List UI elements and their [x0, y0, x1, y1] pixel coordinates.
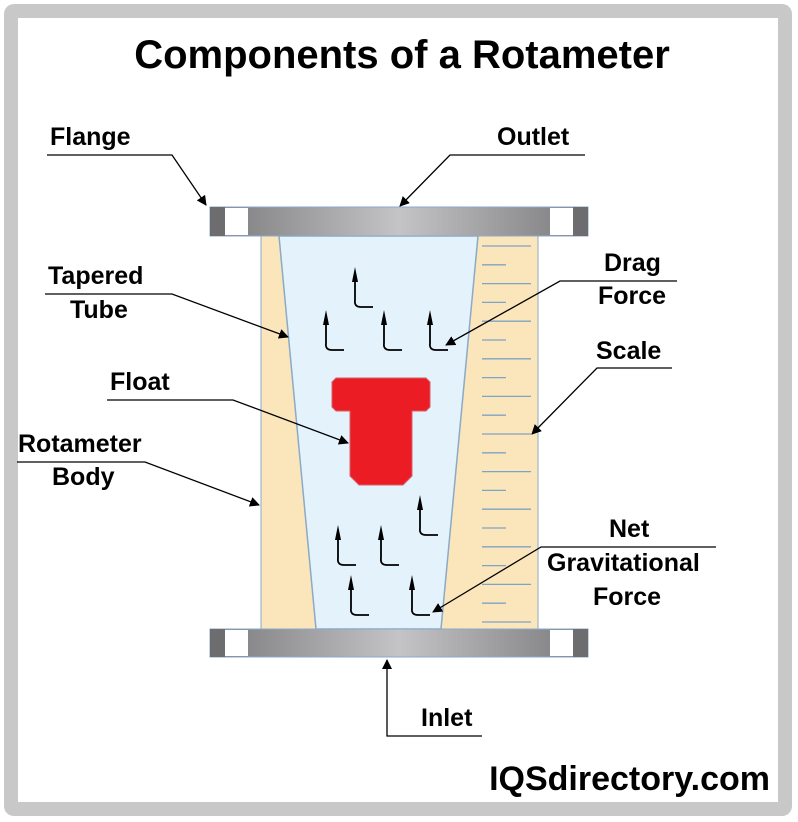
brand-watermark: IQSdirectory.com: [489, 760, 770, 798]
flow-arrowhead: [323, 310, 329, 325]
bolt-hole: [225, 208, 248, 235]
net-gravitational-force-leader: [432, 546, 716, 613]
flange-leader: [47, 154, 207, 206]
flow-arrow: [418, 509, 438, 536]
flow-arrow: [324, 324, 344, 351]
scale-leader: [531, 367, 672, 435]
rotameter-body-label-line2: Body: [52, 463, 115, 491]
float: [331, 377, 431, 486]
outlet-leader: [399, 154, 585, 207]
drag-force-label-line2: Force: [598, 282, 666, 310]
tapered-tube-label-line1: Tapered: [48, 262, 143, 290]
flow-arrow: [379, 539, 399, 566]
net-gravitational-force-label-line3: Force: [593, 583, 661, 611]
flow-arrow: [353, 281, 373, 308]
flow-arrow: [336, 539, 356, 566]
flange-end: [573, 207, 588, 236]
flange-end: [210, 207, 225, 236]
drag-force-leader: [445, 280, 677, 346]
outlet-label: Outlet: [497, 123, 570, 151]
drag-force-label-line1: Drag: [604, 249, 661, 277]
flow-arrow: [349, 589, 369, 616]
top-flange: [209, 206, 589, 237]
bottom-flange: [209, 628, 589, 658]
float-leader: [107, 399, 349, 445]
flow-arrowhead: [348, 575, 354, 590]
bolt-hole: [550, 208, 573, 235]
diagram-title: Components of a Rotameter: [134, 33, 670, 77]
flow-arrowhead: [427, 310, 433, 325]
rotameter-body-leader: [17, 461, 260, 507]
bolt-hole: [225, 630, 248, 656]
scale-label: Scale: [596, 337, 661, 365]
inlet-leader: [382, 659, 482, 737]
flange-label: Flange: [50, 123, 131, 151]
flow-arrowhead: [417, 495, 423, 510]
flow-arrow: [382, 324, 402, 351]
net-gravitational-force-label-line2: Gravitational: [547, 549, 700, 577]
flange-end: [573, 629, 588, 657]
flow-arrowhead: [378, 525, 384, 540]
flow-arrow: [428, 324, 448, 351]
flow-arrowhead: [409, 575, 415, 590]
net-gravitational-force-label-line1: Net: [609, 515, 650, 543]
tapered-tube-label-line2: Tube: [70, 296, 128, 324]
bolt-hole: [550, 630, 573, 656]
flow-arrowhead: [335, 525, 341, 540]
rotameter-body-label-line1: Rotameter: [18, 430, 142, 458]
flow-arrows: [323, 267, 448, 616]
flange-end: [210, 629, 225, 657]
flow-arrow: [410, 589, 430, 616]
flow-arrowhead: [352, 267, 358, 282]
float-label: Float: [110, 368, 170, 396]
scale: [482, 245, 531, 623]
tapered-tube-leader: [45, 293, 289, 339]
inlet-label: Inlet: [421, 704, 473, 732]
flow-arrowhead: [381, 310, 387, 325]
